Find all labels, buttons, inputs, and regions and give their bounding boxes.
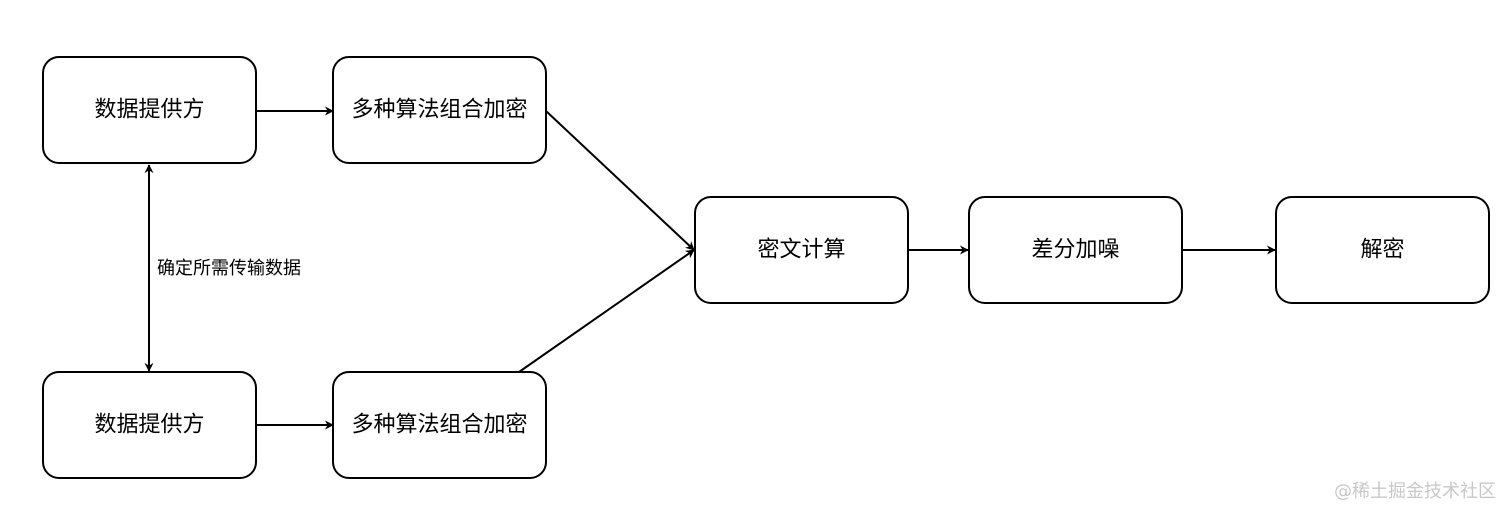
watermark: @稀土掘金技术社区 xyxy=(1334,481,1496,502)
node-provider-top: 数据提供方 xyxy=(42,56,257,164)
arrow-encrypt-bottom-to-cipher-compute xyxy=(518,249,695,373)
node-cipher-compute: 密文计算 xyxy=(694,196,909,304)
node-provider-bottom-label: 数据提供方 xyxy=(94,413,204,438)
arrow-encrypt-top-to-cipher-compute xyxy=(545,110,695,251)
node-encrypt-bottom-label: 多种算法组合加密 xyxy=(351,413,527,438)
edge-label-agree-data: 确定所需传输数据 xyxy=(157,258,301,279)
node-encrypt-top: 多种算法组合加密 xyxy=(332,56,547,164)
node-provider-bottom: 数据提供方 xyxy=(42,371,257,479)
node-provider-top-label: 数据提供方 xyxy=(94,98,204,123)
node-encrypt-bottom: 多种算法组合加密 xyxy=(332,371,547,479)
node-decrypt: 解密 xyxy=(1275,196,1490,304)
node-encrypt-top-label: 多种算法组合加密 xyxy=(351,98,527,123)
node-dp-noise-label: 差分加噪 xyxy=(1031,238,1119,263)
node-decrypt-label: 解密 xyxy=(1360,238,1404,263)
node-cipher-compute-label: 密文计算 xyxy=(757,238,845,263)
node-dp-noise: 差分加噪 xyxy=(968,196,1183,304)
